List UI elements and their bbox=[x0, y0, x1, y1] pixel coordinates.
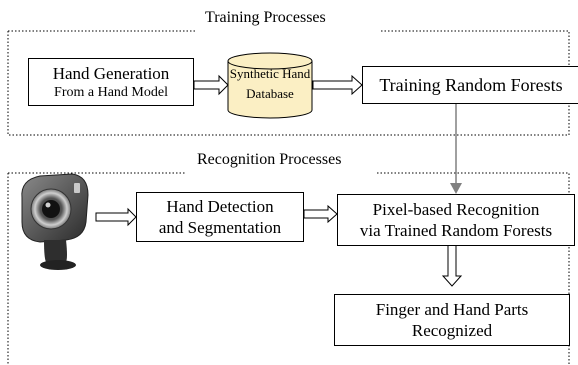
database-cylinder bbox=[227, 52, 313, 119]
hand-generation-box: Hand Generation From a Hand Model bbox=[28, 58, 194, 106]
pixel-recognition-line1: Pixel-based Recognition bbox=[372, 200, 540, 219]
arrow-camera-to-detection bbox=[95, 207, 137, 227]
webcam-icon bbox=[21, 173, 89, 270]
hand-generation-line1: Hand Generation bbox=[52, 63, 170, 83]
finger-parts-line1: Finger and Hand Parts bbox=[375, 300, 529, 319]
arrow-generation-to-db bbox=[193, 74, 229, 96]
training-random-forests-label: Training Random Forests bbox=[379, 75, 563, 95]
hand-generation-line2: From a Hand Model bbox=[54, 84, 168, 100]
training-section-frame bbox=[7, 30, 570, 136]
synthetic-database-label: Synthetic Hand Database bbox=[226, 64, 314, 104]
pixel-recognition-box: Pixel-based Recognition via Trained Rand… bbox=[337, 194, 575, 246]
synthetic-db-line1: Synthetic Hand bbox=[229, 66, 311, 81]
arrow-pixel-to-finger bbox=[441, 244, 463, 287]
hand-detection-box: Hand Detection and Segmentation bbox=[136, 192, 304, 242]
hand-detection-line1: Hand Detection bbox=[166, 197, 274, 216]
training-random-forests-box: Training Random Forests bbox=[362, 66, 578, 104]
training-section-title: Training Processes bbox=[205, 9, 326, 26]
hand-detection-line2: and Segmentation bbox=[158, 218, 282, 237]
pixel-recognition-line2: via Trained Random Forests bbox=[359, 221, 553, 240]
arrow-db-to-training bbox=[312, 74, 363, 96]
arrow-detection-to-pixel bbox=[303, 204, 338, 224]
finger-hand-parts-box: Finger and Hand Parts Recognized bbox=[334, 294, 570, 346]
arrow-training-to-recognition bbox=[450, 104, 462, 194]
recognition-section-title: Recognition Processes bbox=[197, 151, 342, 168]
synthetic-db-line2: Database bbox=[246, 86, 294, 101]
finger-parts-line2: Recognized bbox=[411, 321, 493, 340]
